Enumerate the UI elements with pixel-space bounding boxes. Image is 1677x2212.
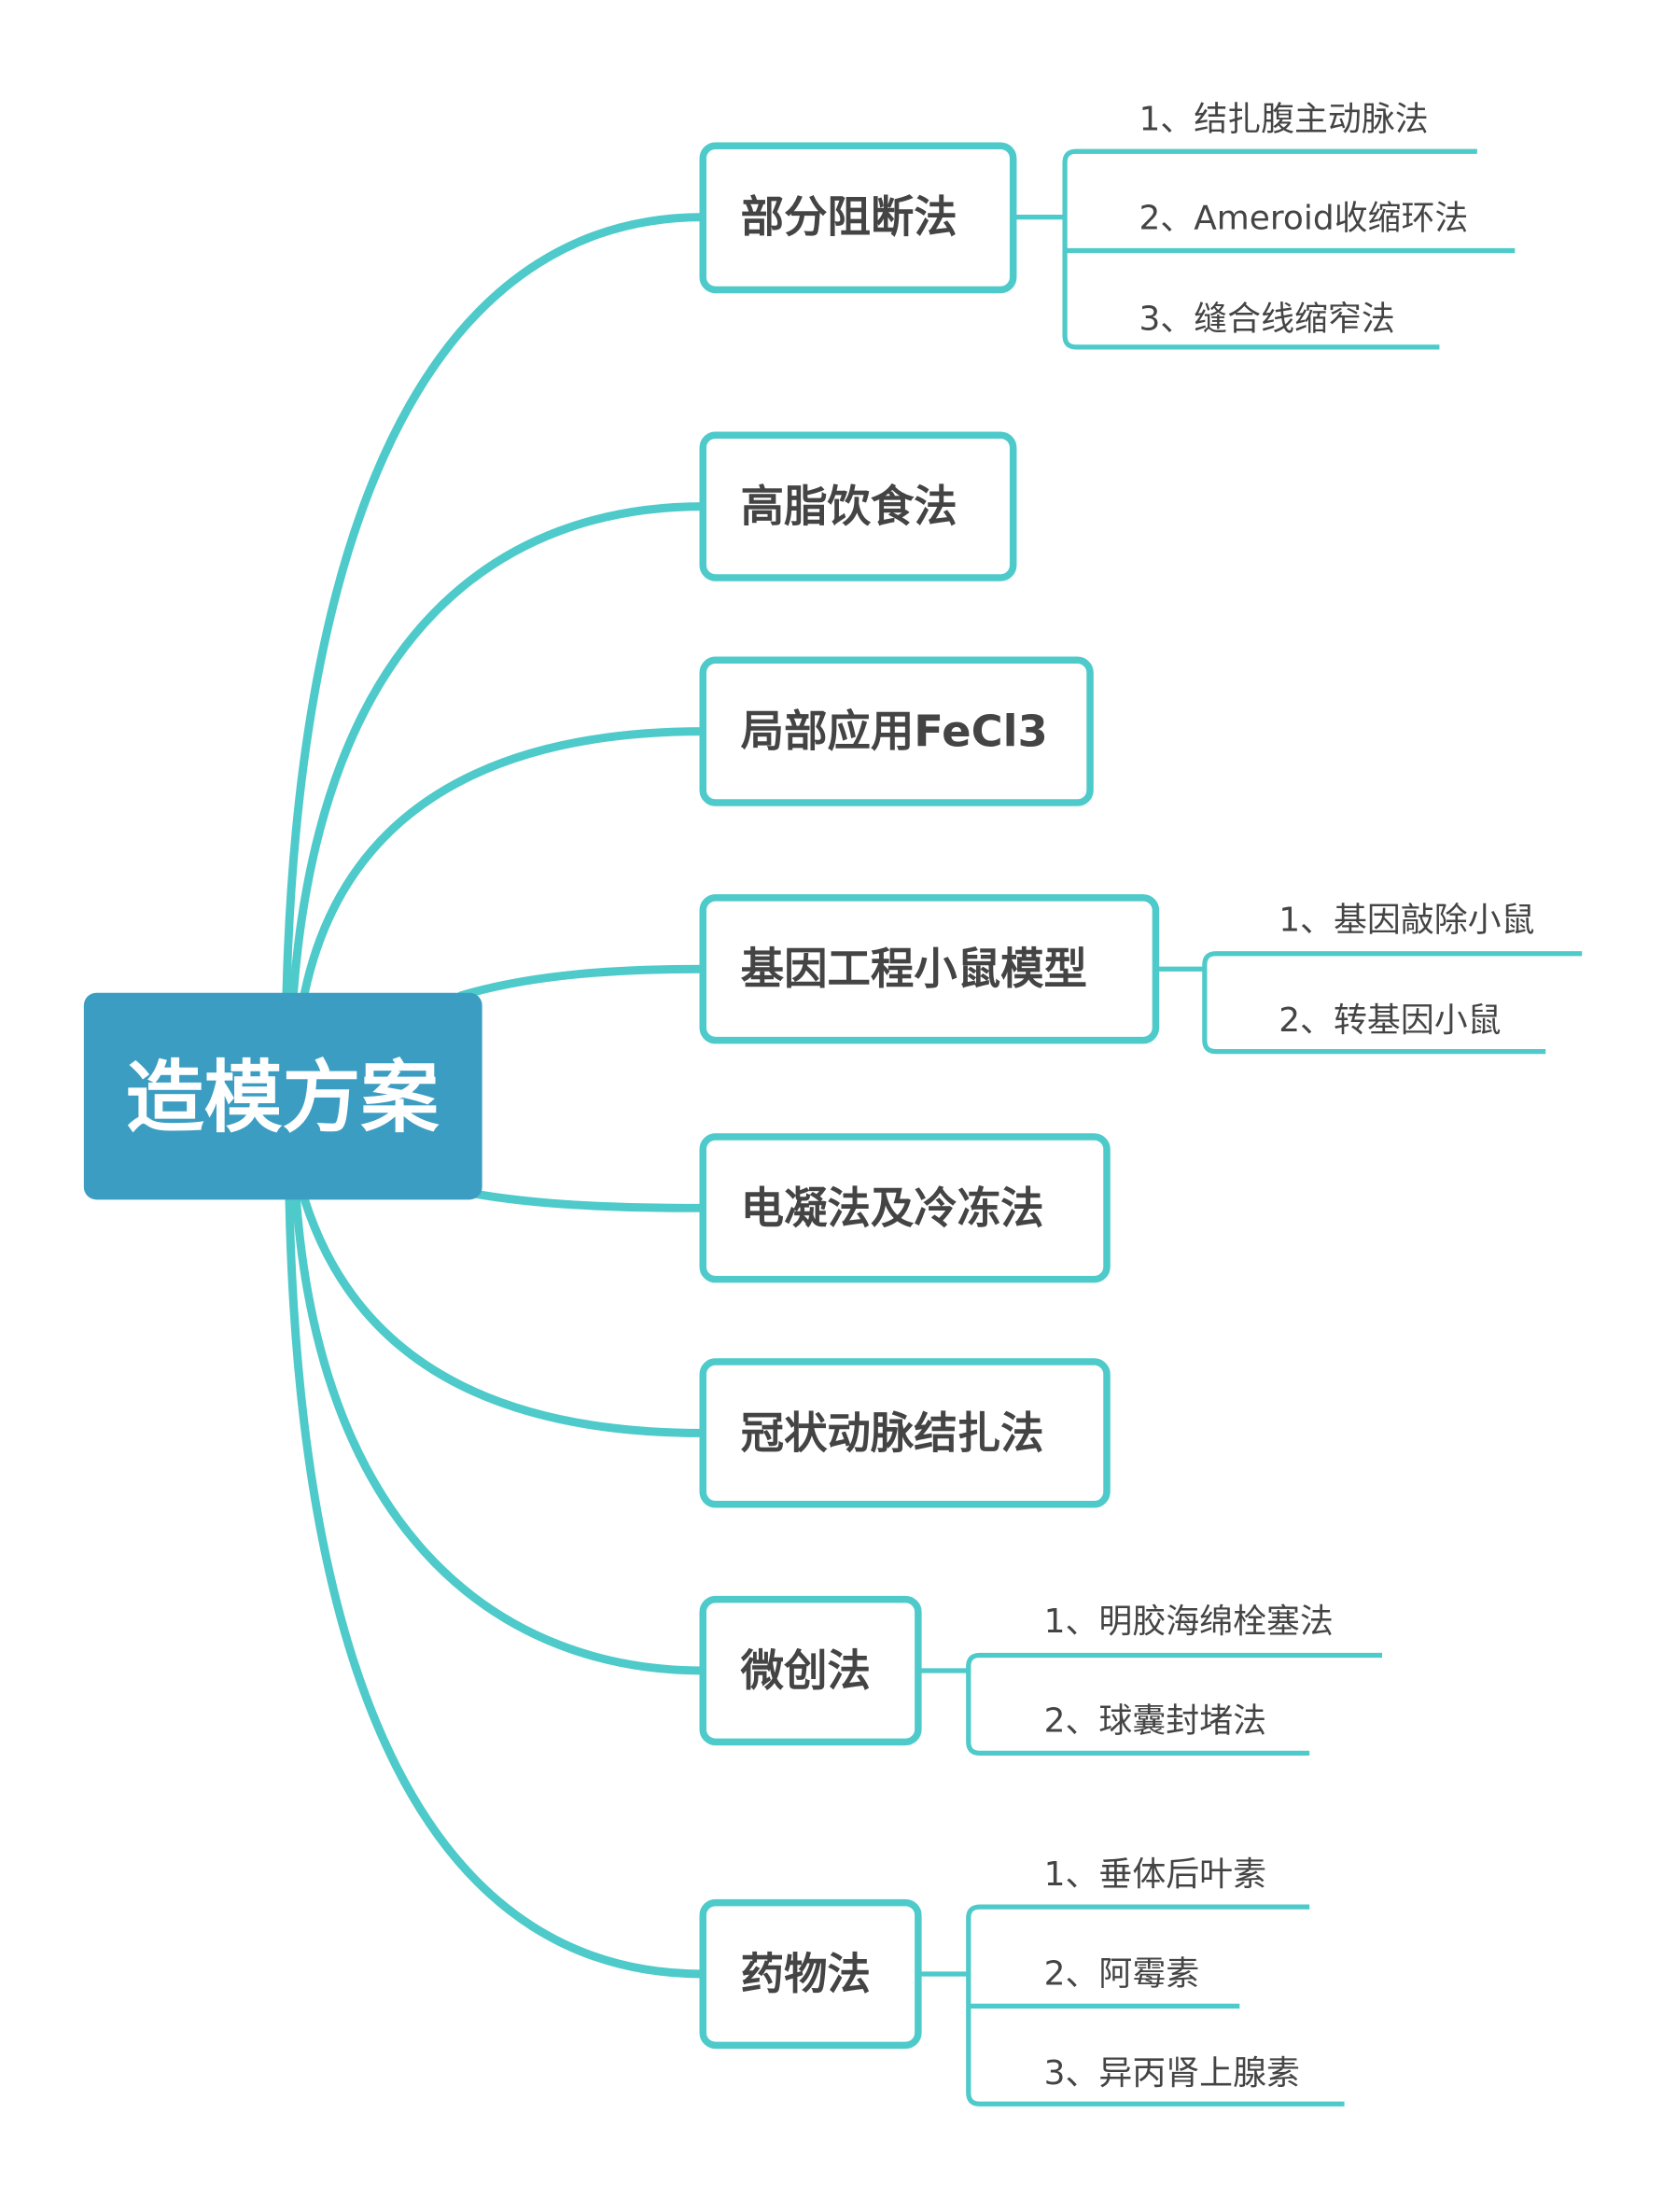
branch-line-7 (291, 1195, 707, 1675)
node-label: 高脂饮食法 (741, 482, 957, 532)
leaf-item[interactable]: 2、阿霉素 (1044, 1954, 1200, 1993)
node-fecl3[interactable]: 局部应用FeCl3 (699, 656, 1094, 806)
branch-line-5 (456, 1186, 707, 1212)
node-label: 药物法 (741, 1949, 871, 1999)
node-8-children: 1、垂体后叶素 2、阿霉素 3、异丙肾上腺素 (917, 1855, 1345, 2107)
branch-line-2 (288, 502, 707, 998)
leaf-item[interactable]: 1、垂体后叶素 (1044, 1855, 1266, 1894)
node-label: 微创法 (740, 1645, 871, 1696)
leaf-item[interactable]: 2、球囊封堵法 (1044, 1701, 1266, 1740)
leaf-item[interactable]: 1、基因敲除小鼠 (1279, 901, 1534, 939)
node-label: 部分阻断法 (741, 192, 957, 243)
leaf-item[interactable]: 2、转基因小鼠 (1279, 1001, 1501, 1040)
node-electrocoagulation[interactable]: 电凝法及冷冻法 (699, 1133, 1111, 1283)
branch-line-3 (300, 727, 707, 998)
leaf-item[interactable]: 2、Ameroid收缩环法 (1139, 200, 1468, 238)
node-high-fat-diet[interactable]: 高脂饮食法 (699, 431, 1017, 581)
node-label: 冠状动脉结扎法 (741, 1407, 1044, 1458)
root-node[interactable]: 造模方案 (83, 992, 482, 1200)
leaf-item[interactable]: 1、明胶海绵栓塞法 (1044, 1603, 1334, 1641)
leaf-item[interactable]: 3、异丙肾上腺素 (1044, 2054, 1300, 2093)
leaf-item[interactable]: 3、缝合线缩窄法 (1139, 300, 1394, 338)
branch-connectors (282, 213, 707, 1979)
node-partial-occlusion[interactable]: 部分阻断法 (699, 142, 1017, 294)
node-label: 基因工程小鼠模型 (741, 944, 1087, 994)
node-minimally-invasive[interactable]: 微创法 (699, 1595, 922, 1746)
branch-line-6 (300, 1195, 707, 1437)
node-1-children: 1、结扎腹主动脉法 2、Ameroid收缩环法 3、缝合线缩窄法 (1013, 100, 1516, 350)
node-label: 电凝法及冷冻法 (741, 1183, 1044, 1233)
node-label: 局部应用FeCl3 (741, 707, 1048, 757)
branch-line-8 (285, 1195, 707, 1979)
node-genetic-mouse[interactable]: 基因工程小鼠模型 (699, 894, 1160, 1044)
node-coronary-ligation[interactable]: 冠状动脉结扎法 (699, 1358, 1111, 1508)
branch-line-1 (282, 213, 707, 998)
node-4-children: 1、基因敲除小鼠 2、转基因小鼠 (1155, 901, 1583, 1055)
root-label: 造模方案 (126, 1052, 440, 1143)
node-drug-method[interactable]: 药物法 (699, 1898, 922, 2050)
node-7-children: 1、明胶海绵栓塞法 2、球囊封堵法 (917, 1603, 1383, 1756)
leaf-item[interactable]: 1、结扎腹主动脉法 (1139, 100, 1428, 138)
branch-line-4 (456, 964, 707, 1001)
